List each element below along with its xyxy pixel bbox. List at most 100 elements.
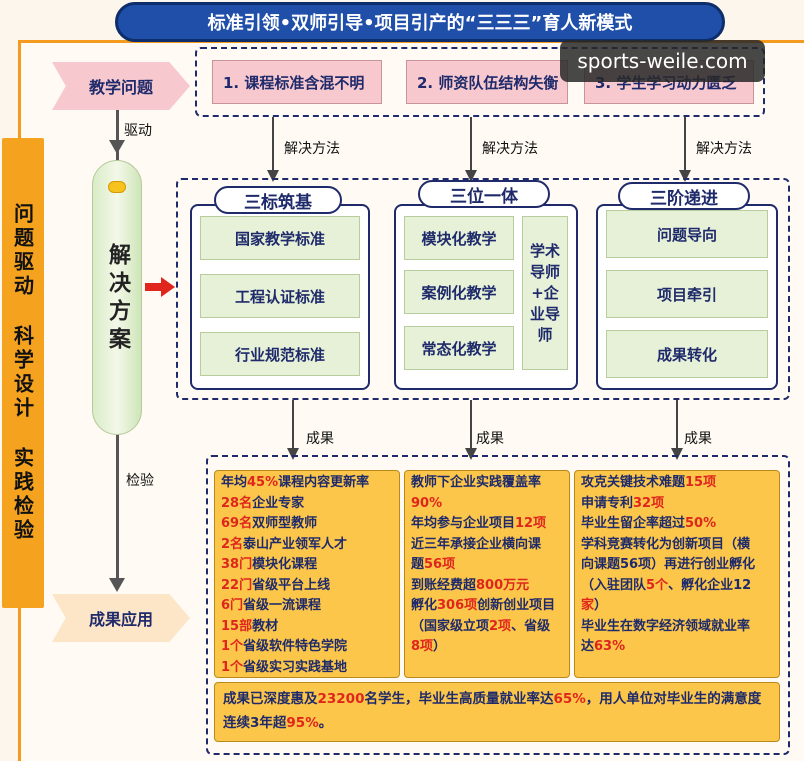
column-2-item-3: 常态化教学	[404, 326, 514, 370]
result-line: 家）	[581, 596, 773, 617]
result-line: 28名企业专家	[221, 494, 393, 515]
result-highlight: 6门	[221, 598, 244, 613]
result-line: 1个省级实习实践基地	[221, 658, 393, 679]
summary-box: 成果已深度惠及23200名学生，毕业生高质量就业率达65%，用人单位对毕业生的满…	[214, 682, 780, 742]
result-highlight: 2项	[489, 618, 512, 634]
result-text: 教材	[252, 618, 279, 634]
strip-label-1: 问题驱动	[10, 203, 35, 299]
result-line: 孵化306项创新创业项目	[411, 596, 563, 617]
result-label-1: 成果	[306, 431, 334, 447]
solution-capsule: 解决方案	[92, 160, 142, 435]
result-line: 教师下企业实践覆盖率	[411, 473, 563, 494]
apply-tag: 成果应用	[52, 594, 190, 642]
result-line: 年均参与企业项目12项	[411, 514, 563, 535]
result-text: 企业专家	[252, 495, 305, 511]
result-highlight: 5个	[646, 577, 669, 593]
result-line: 学科竞赛转化为创新项目（横	[581, 535, 773, 556]
column-1-item-3: 行业规范标准	[200, 332, 360, 376]
result-label-3: 成果	[684, 431, 712, 447]
result-highlight: 69名	[221, 516, 253, 531]
result-text: 省级一流课程	[243, 598, 322, 613]
column-1-item-2: 工程认证标准	[200, 274, 360, 318]
result-line: 向课题56项）再进行创业孵化	[581, 555, 773, 576]
result-highlight: 8项	[411, 639, 434, 654]
flow-arrowhead-bottom	[109, 578, 125, 592]
result-text: 近三年承接企业横向课	[411, 536, 542, 552]
result-text: 省级平台上线	[252, 577, 331, 593]
strip-label-3: 实践检验	[10, 447, 35, 543]
result-line: （国家级立项2项、省级	[411, 617, 563, 638]
check-label: 检验	[126, 473, 154, 489]
result-text: 到账经费超	[411, 577, 477, 593]
solutions-frame	[176, 178, 790, 400]
problem-1: 1. 课程标准含混不明	[212, 60, 382, 104]
result-line: 题56项	[411, 555, 563, 576]
result-label-2: 成果	[476, 431, 504, 447]
problems-frame	[195, 47, 765, 117]
result-highlight: 1个	[221, 659, 244, 675]
method-line-2	[470, 117, 472, 172]
result-arrowhead-3	[671, 448, 683, 460]
result-highlight: 63%	[594, 639, 626, 654]
result-highlight: 15部	[221, 618, 253, 634]
result-line: 毕业生在数字经济领域就业率	[581, 617, 773, 638]
result-text: 学科竞赛转化为创新项目（横	[581, 536, 751, 552]
result-highlight: 38门	[221, 557, 253, 572]
result-arrowhead-1	[287, 448, 299, 460]
result-highlight: 28名	[221, 495, 253, 511]
solution-label: 解决方案	[105, 243, 130, 355]
result-line: 38门模块化课程	[221, 555, 393, 576]
result-list-3: 攻克关键技术难题15项申请专利32项毕业生留企率超过50%学科竞赛转化为创新项目…	[581, 473, 773, 658]
method-label-3: 解决方法	[696, 141, 752, 157]
result-line-1	[292, 400, 294, 450]
result-line: 近三年承接企业横向课	[411, 535, 563, 556]
result-highlight: 家	[581, 598, 595, 613]
result-text: 申请专利	[581, 495, 634, 511]
result-line: 年均45%课程内容更新率	[221, 473, 393, 494]
result-highlight: 90%	[411, 495, 443, 511]
summary-text-4: 。	[318, 715, 333, 731]
summary-text-2: 名学生，毕业生高质量就业率达	[364, 691, 554, 707]
result-line: 毕业生留企率超过50%	[581, 514, 773, 535]
result-text: 模块化课程	[252, 557, 318, 572]
capsule-dot	[108, 181, 126, 193]
result-line: 2名泰山产业领军人才	[221, 535, 393, 556]
column-2-item-2: 案例化教学	[404, 270, 514, 314]
result-line-2	[470, 400, 472, 450]
method-line-3	[684, 117, 686, 172]
result-highlight: 12项	[515, 516, 547, 531]
result-line: 69名双师型教师	[221, 514, 393, 535]
result-box-3: 攻克关键技术难题15项申请专利32项毕业生留企率超过50%学科竞赛转化为创新项目…	[574, 470, 780, 678]
result-text: 省级软件特色学院	[243, 639, 348, 654]
result-line: 22门省级平台上线	[221, 576, 393, 597]
summary-text-3: ，用人单位对毕业生的满意度连续3年超	[223, 691, 762, 731]
method-label-2: 解决方法	[482, 141, 538, 157]
result-text: 向课题56项）再进行创业孵化	[581, 557, 756, 572]
column-3-item-2: 项目牵引	[606, 270, 768, 318]
left-strip: 问题驱动 科学设计 实践检验	[2, 138, 44, 608]
result-text: 省级实习实践基地	[243, 659, 348, 675]
summary-highlight-3: 95%	[286, 715, 319, 731]
result-text: 达	[581, 639, 595, 654]
column-3-head: 三阶递进	[618, 182, 750, 210]
result-line: 攻克关键技术难题15项	[581, 473, 773, 494]
strip-label-2: 科学设计	[10, 325, 35, 421]
result-text: （入驻团队	[581, 577, 647, 593]
result-highlight: 50%	[685, 516, 717, 531]
method-line-1	[272, 117, 274, 172]
column-3-item-3: 成果转化	[606, 330, 768, 378]
summary-text-1: 成果已深度惠及	[223, 691, 318, 707]
drive-label: 驱动	[124, 123, 152, 139]
result-line: 达63%	[581, 637, 773, 658]
result-highlight: 32项	[633, 495, 665, 511]
result-line-3	[676, 400, 678, 450]
summary-highlight-2: 65%	[553, 691, 586, 707]
result-text: 毕业生留企率超过	[581, 516, 686, 531]
flow-arrowhead-top	[109, 140, 125, 154]
result-text: 年均	[221, 475, 248, 490]
results-frame	[206, 455, 790, 755]
result-arrowhead-2	[465, 448, 477, 460]
